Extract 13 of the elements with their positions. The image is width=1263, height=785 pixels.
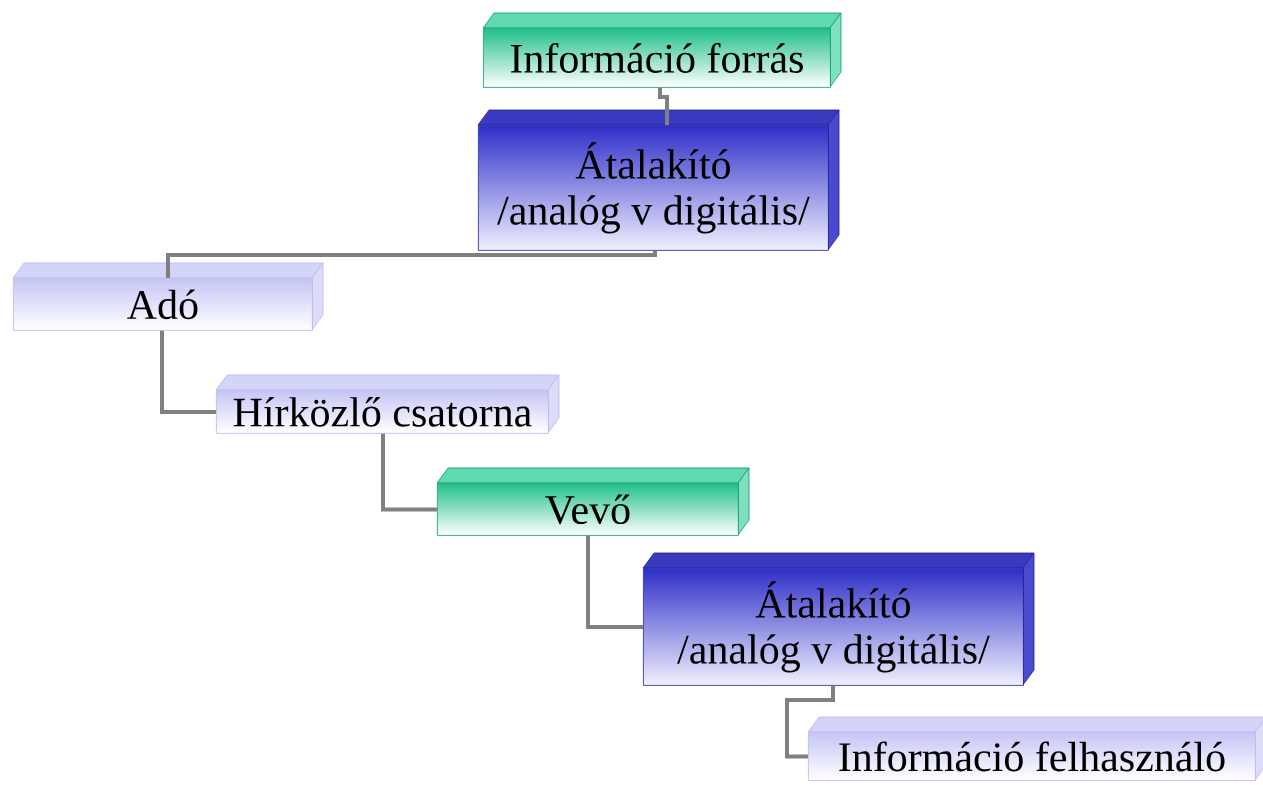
connector-line (586, 535, 643, 629)
connector-line (160, 330, 216, 414)
box: Hírközlő csatorna (215, 374, 560, 434)
connector-line (785, 685, 835, 759)
connector-line (381, 433, 437, 512)
box: Vevő (436, 467, 750, 536)
connector-line (658, 87, 669, 125)
connector-line (166, 250, 657, 278)
box: Információ felhasználó (807, 716, 1263, 781)
box: Információ forrás (482, 12, 842, 88)
box: Átalakító /analóg v digitális/ (642, 552, 1035, 686)
box: Adó (12, 262, 324, 331)
box: Átalakító /analóg v digitális/ (477, 109, 840, 251)
